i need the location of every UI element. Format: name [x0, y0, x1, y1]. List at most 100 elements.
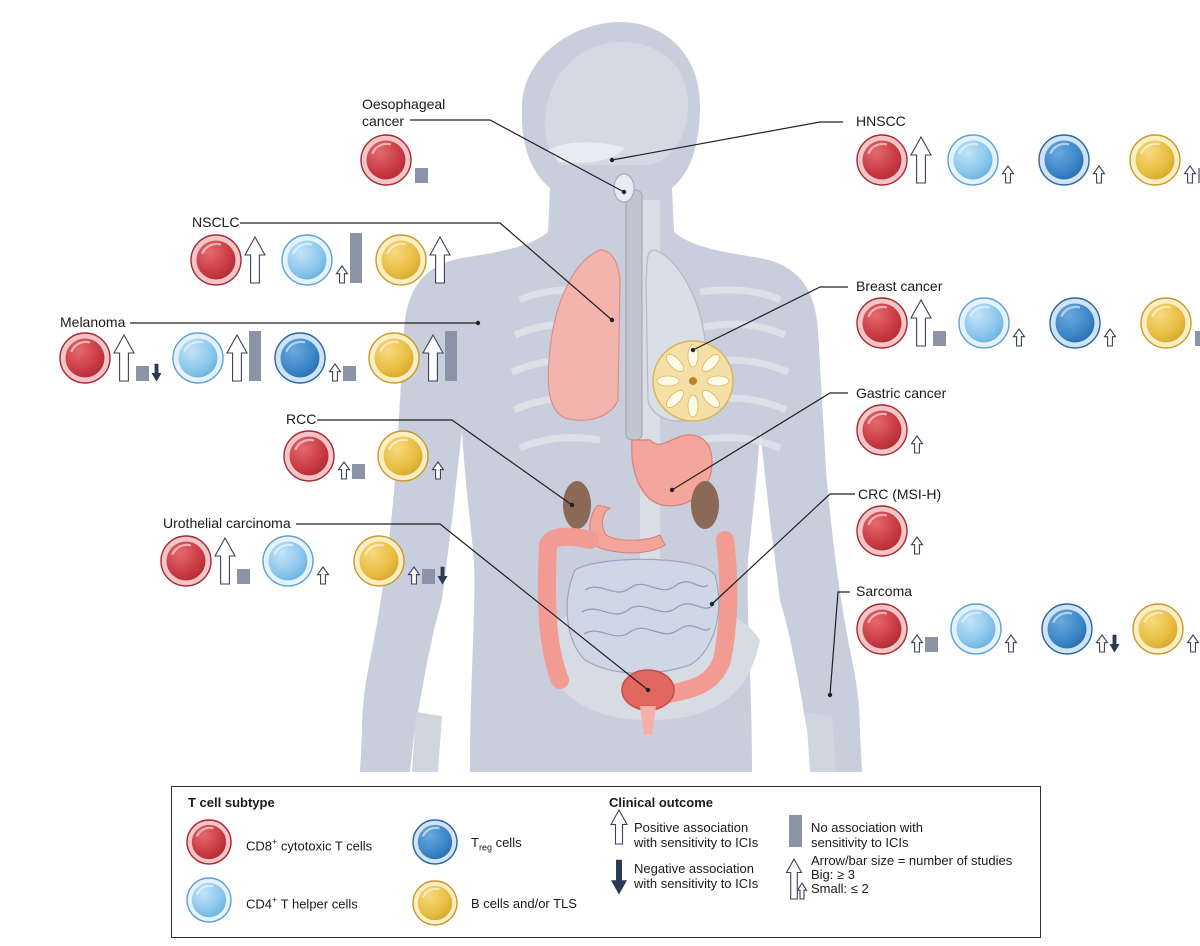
cell-nucleus	[268, 541, 308, 581]
leader-rcc	[317, 419, 573, 506]
up-arrow-icon	[785, 857, 803, 900]
legend-cd4-text: CD4	[246, 896, 273, 912]
label-urothelial: Urothelial carcinoma	[163, 515, 291, 531]
cell-highlight	[294, 438, 315, 451]
cell-highlight	[70, 340, 91, 353]
cell-highlight	[183, 340, 204, 353]
cell-treg	[1041, 603, 1093, 655]
no-association-bar	[1198, 168, 1200, 183]
cell-group-melanoma	[59, 331, 457, 384]
leader-hnscc	[611, 121, 843, 161]
cell-highlight	[195, 826, 214, 837]
legend-size-line3: Small: ≤ 2	[811, 881, 869, 896]
down-arrow-icon	[610, 859, 628, 895]
cell-nucleus	[1138, 609, 1178, 649]
up-arrow-icon	[910, 536, 924, 555]
cell-nucleus	[862, 410, 902, 450]
cell-cd8	[360, 134, 412, 186]
cell-highlight	[1143, 611, 1164, 624]
kidney-right	[691, 481, 719, 529]
cell-bcell	[377, 430, 429, 482]
cell-nucleus	[862, 303, 902, 343]
cell-nucleus	[191, 882, 227, 918]
cell-nucleus	[417, 885, 453, 921]
legend-symbols	[186, 808, 808, 926]
leader-lines	[130, 119, 855, 696]
up-arrow-icon	[1183, 165, 1197, 184]
legend-cd4-sup: +	[272, 895, 278, 905]
cell-highlight	[958, 142, 979, 155]
no-association-bar	[925, 637, 938, 652]
legend-size-line2: Big: ≥ 3	[811, 867, 855, 882]
cell-treg	[274, 332, 326, 384]
legend-noassoc: No association with sensitivity to ICIs	[811, 820, 923, 850]
up-arrow-icon	[113, 333, 135, 382]
legend-positive: Positive association with sensitivity to…	[634, 820, 758, 850]
cell-nucleus	[287, 240, 327, 280]
cell-nucleus	[166, 541, 206, 581]
cell-cd4	[281, 234, 333, 286]
up-arrow-icon	[1012, 328, 1026, 347]
legend-subtype-title: T cell subtype	[188, 795, 275, 810]
cell-highlight	[867, 611, 888, 624]
cell-group-gastric	[856, 404, 924, 456]
up-arrow-icon	[910, 435, 924, 454]
cell-cd8	[283, 430, 335, 482]
cell-nucleus	[381, 240, 421, 280]
up-arrow-icon	[910, 298, 932, 347]
cell-highlight	[867, 412, 888, 425]
cell-nucleus	[1146, 303, 1186, 343]
legend-negative-line1: Negative association	[634, 861, 754, 876]
cell-cd4	[947, 134, 999, 186]
cell-cd4	[958, 297, 1010, 349]
up-arrow-icon	[226, 333, 248, 382]
cell-highlight	[292, 242, 313, 255]
cell-treg	[412, 819, 458, 865]
leader-breast	[692, 286, 848, 351]
up-arrow-icon	[407, 566, 421, 585]
up-arrow-icon	[1092, 165, 1106, 184]
hand-right	[806, 712, 836, 772]
legend-outcome-title: Clinical outcome	[609, 795, 714, 810]
label-oesophageal-line1: Oesophageal	[362, 96, 446, 112]
cell-bcell	[368, 332, 420, 384]
leader-urothelial	[296, 523, 649, 691]
legend-bcell-label: B cells and/or TLS	[471, 896, 577, 911]
no-association-bar	[789, 815, 802, 847]
no-association-bar	[415, 168, 428, 183]
cell-nucleus	[191, 824, 227, 860]
cell-highlight	[273, 543, 294, 556]
cell-cd8	[186, 819, 232, 865]
organs	[537, 173, 738, 735]
cell-nucleus	[862, 511, 902, 551]
cell-group-sarcoma	[856, 603, 1200, 655]
kidney-left	[563, 481, 591, 529]
legend-cd4-rest: T helper cells	[277, 896, 358, 912]
leader-crc	[711, 493, 855, 605]
up-arrow-icon	[1186, 634, 1200, 653]
cell-nucleus	[953, 140, 993, 180]
cell-nucleus	[1044, 140, 1084, 180]
up-arrow-icon	[429, 235, 451, 284]
no-association-bar	[352, 464, 365, 479]
no-association-bar	[422, 569, 435, 584]
cell-highlight	[421, 826, 440, 837]
hand-left	[412, 712, 442, 772]
no-association-bar	[445, 331, 457, 381]
leader-gastric	[671, 392, 848, 491]
up-arrow-icon	[1001, 165, 1015, 184]
up-arrow-icon	[910, 135, 932, 184]
trachea	[625, 189, 643, 441]
up-arrow-icon	[316, 566, 330, 585]
cell-cd8	[856, 505, 908, 557]
legend-size-line1: Arrow/bar size = number of studies	[811, 853, 1013, 868]
up-arrow-icon	[214, 536, 236, 585]
no-association-bar	[1195, 331, 1200, 346]
cell-nucleus	[956, 609, 996, 649]
leader-dots	[475, 157, 833, 698]
cell-bcell	[412, 880, 458, 926]
label-nsclc: NSCLC	[192, 214, 240, 230]
nasal-cavity	[548, 142, 625, 163]
cell-highlight	[867, 513, 888, 526]
no-association-bar	[933, 331, 946, 346]
